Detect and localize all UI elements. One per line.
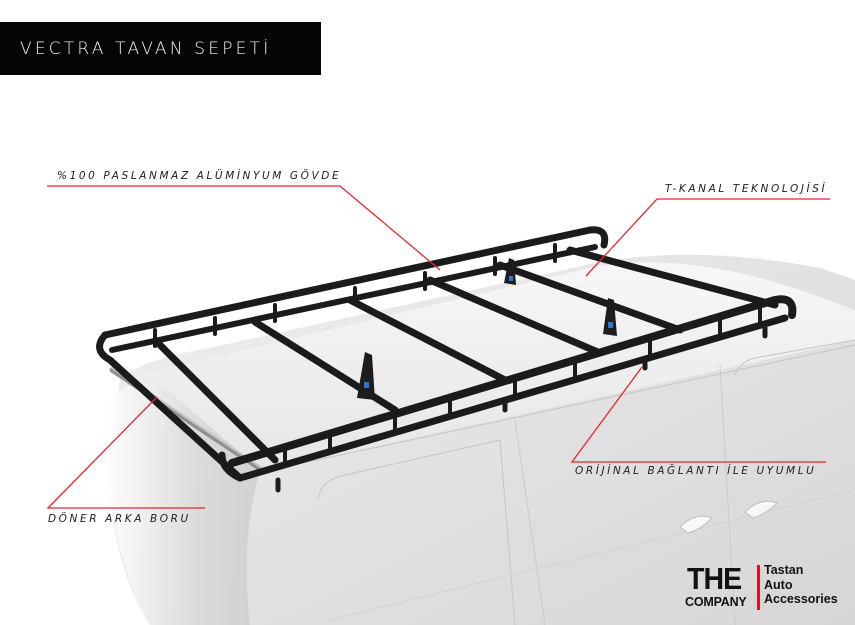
leader-line-rear (46, 396, 205, 509)
title-banner: VECTRA TAVAN SEPETİ (0, 22, 321, 75)
leader-line-mount (570, 366, 826, 463)
page-title: VECTRA TAVAN SEPETİ (20, 38, 272, 59)
leader-line-tchannel (585, 198, 830, 277)
logo-the: THE (687, 561, 742, 596)
logo-line-tastan: Tastan (764, 563, 804, 577)
callout-t-channel: T-KANAL TEKNOLOJİSİ (665, 183, 828, 195)
leader-line-body (47, 185, 441, 271)
roof-rack (96, 226, 797, 493)
logo-side-text: Tastan Auto Accessories (764, 563, 838, 607)
logo-line-auto: Auto (764, 577, 793, 592)
callout-leader-lines (46, 185, 830, 509)
logo-divider (757, 565, 760, 610)
load-stops (357, 258, 617, 400)
logo-line-accessories: Accessories (764, 592, 838, 606)
callout-rear-roller: DÖNER ARKA BORU (48, 513, 191, 525)
logo-company: COMPANY (685, 595, 747, 609)
callout-original-mount: ORİJİNAL BAĞLANTI İLE UYUMLU (575, 465, 817, 477)
company-logo: THE COMPANY Tastan Auto Accessories (685, 561, 845, 613)
callout-aluminium-body: %100 PASLANMAZ ALÜMİNYUM GÖVDE (57, 170, 342, 182)
